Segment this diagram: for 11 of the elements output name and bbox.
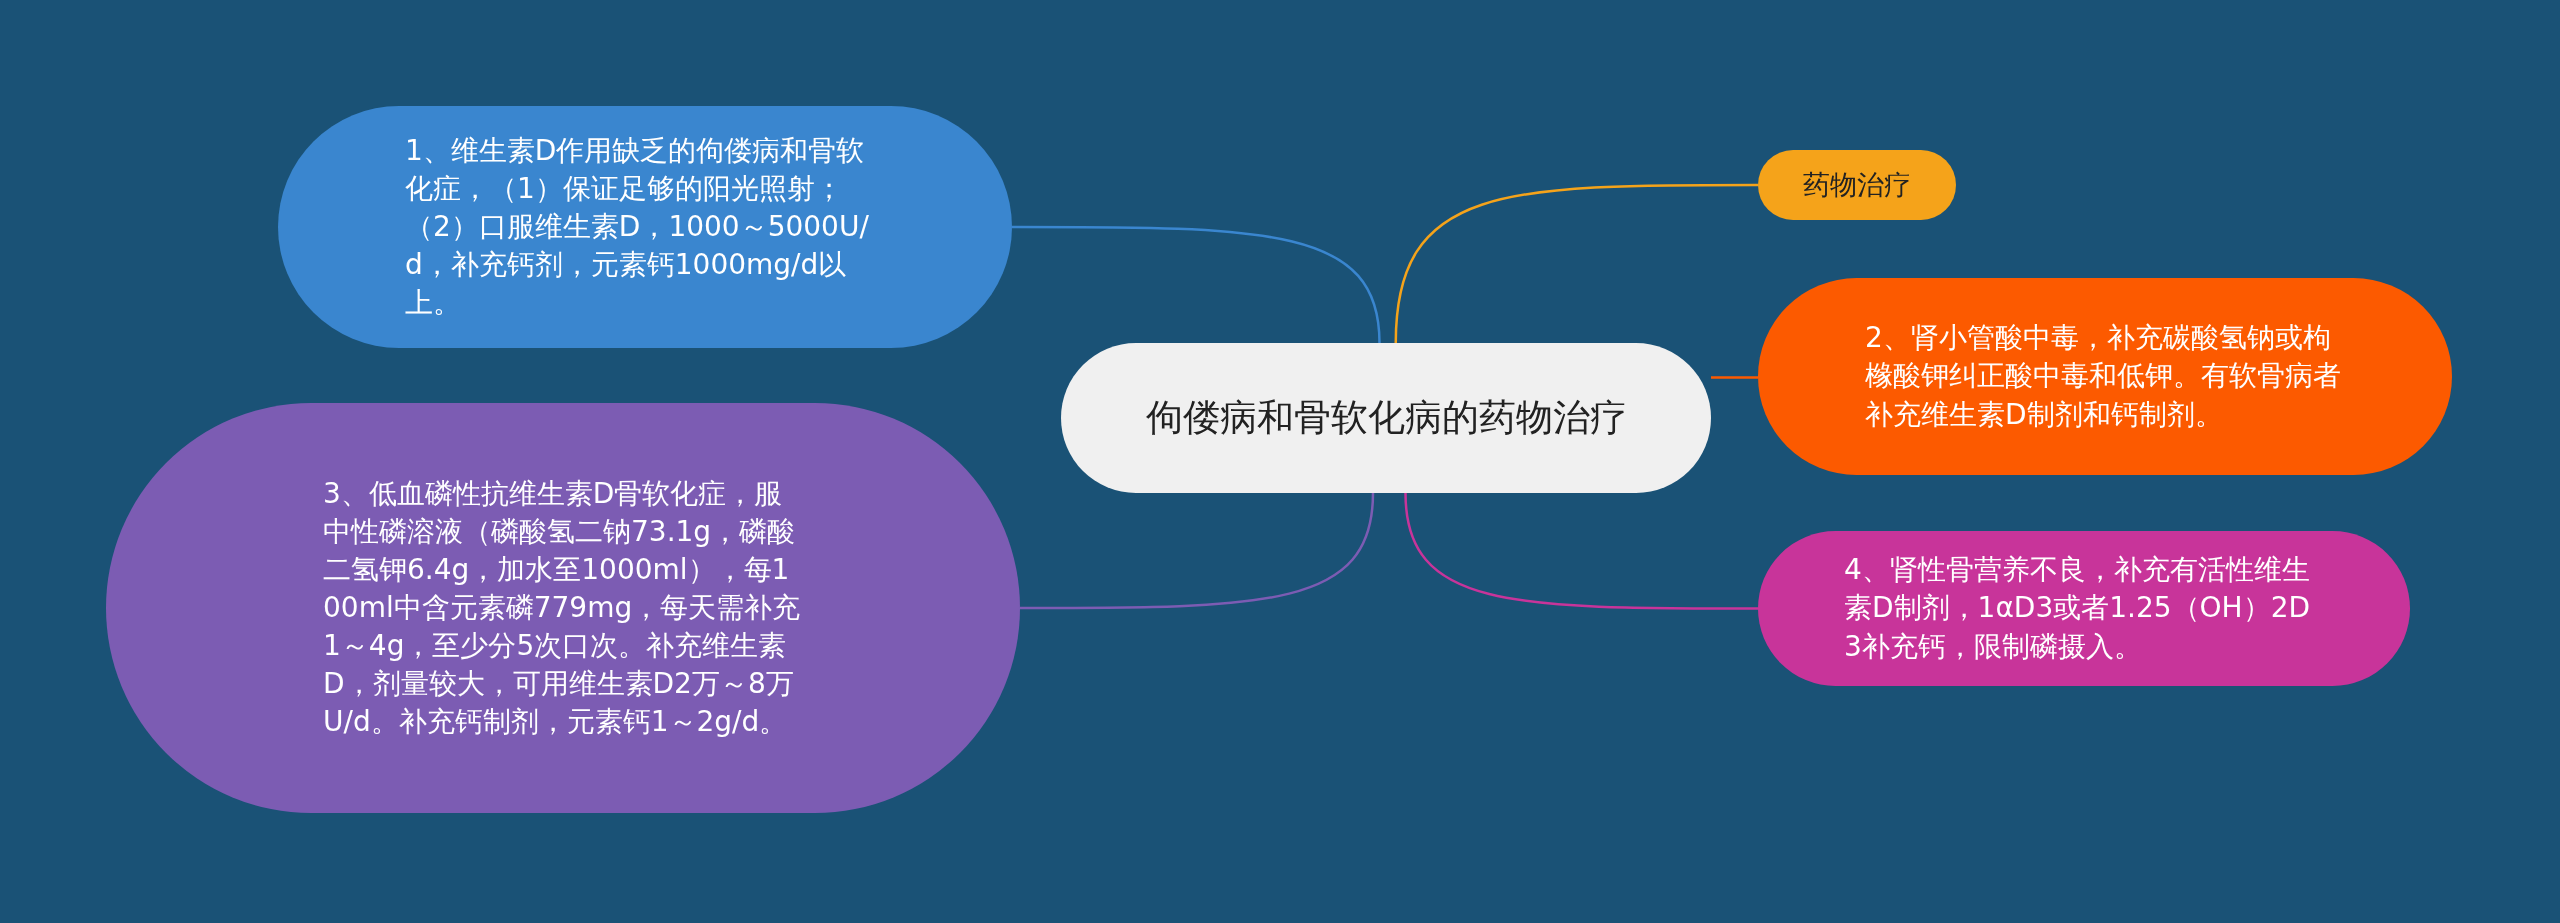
topic-text: 佝偻病和骨软化病的药物治疗	[1144, 394, 1628, 441]
node-text: 3、低血磷性抗维生素D骨软化症，服中性磷溶液（磷酸氢二钠73.1g，磷酸二氢钾6.4g，加水至1000ml），每100ml中含元素磷779mg，每天需补充1～4g，至少分5次口次。补充维生素D，剂量较大，可用维生素D2万～8万U/d。补充钙制剂，元素钙1～2g/d。	[323, 475, 802, 741]
connector-line	[1020, 492, 1375, 610]
node-text: 2、肾小管酸中毒，补充碳酸氢钠或枸橼酸钾纠正酸中毒和低钾。有软骨病者补充维生素D制剂和钙制剂。	[1865, 320, 2342, 433]
connector-line	[1012, 225, 1381, 344]
connector-line	[1711, 376, 1758, 379]
connector-line	[1394, 183, 1758, 344]
connector-line	[1404, 492, 1758, 610]
node-text: 1、维生素D作用缺乏的佝偻病和骨软化症，（1）保证足够的阳光照射；（2）口服维生素D，1000～5000U/d，补充钙剂，元素钙1000mg/d以上。	[405, 132, 870, 322]
node-text: 4、肾性骨营养不良，补充有活性维生素D制剂，1αD3或者1.25（OH）2D3补充钙，限制磷摄入。	[1844, 552, 2312, 665]
node-text: 药物治疗	[1802, 167, 1912, 202]
